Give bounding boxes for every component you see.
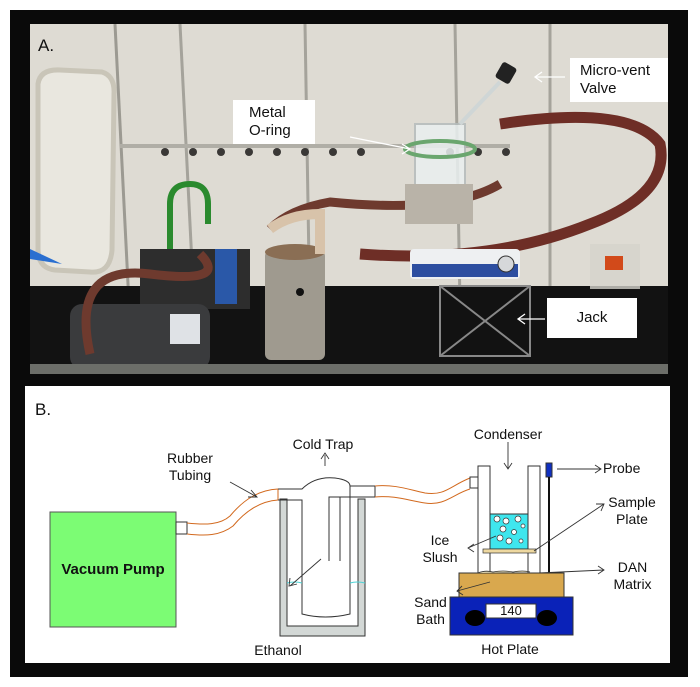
label-line: Valve: [580, 80, 617, 97]
probe-tip: [545, 462, 553, 478]
label-line: Ice: [430, 532, 450, 548]
label-line: Slush: [422, 549, 458, 565]
label-line: Sample: [608, 494, 656, 510]
metal-oring-photo: [403, 139, 477, 159]
panel-b-letter: B.: [35, 400, 52, 419]
condenser-wall-right: [527, 465, 541, 575]
hot-plate-label: Hot Plate: [481, 641, 539, 657]
panel-a-photo: A. Metal O-ring Micro-vent Valve Jack: [30, 24, 668, 374]
hot-plate-display: [485, 603, 537, 619]
label-line: Matrix: [613, 576, 652, 592]
panel-b-diagram: B. Vacuum Pump Rubber Tubing Cold Trap E…: [25, 386, 670, 663]
label-line: Metal: [249, 104, 286, 121]
condenser-label: Condenser: [473, 426, 543, 442]
ice-cubes: [493, 515, 526, 545]
ethanol-label: Ethanol: [254, 642, 302, 658]
hot-plate-knob: [497, 255, 515, 273]
rubber-tubing-1: [186, 488, 279, 536]
hood-sash-edge: [30, 364, 668, 374]
hot-plate-knob-right: [537, 610, 557, 626]
probe-label: Probe: [603, 460, 641, 476]
label-line: Sand: [414, 594, 447, 610]
sample-plate: [482, 548, 537, 554]
cold-trap-can: [265, 250, 325, 360]
cold-trap: [278, 477, 376, 637]
pointer-arrows: [229, 442, 605, 596]
condenser-inlet: [469, 476, 479, 489]
lab-jack: [439, 285, 531, 357]
panel-a-letter: A.: [38, 36, 55, 55]
sand-tray: [405, 184, 473, 224]
label-micro-vent-valve: Micro-vent Valve: [570, 58, 668, 102]
ethanol-level: [349, 581, 366, 584]
label-line: Plate: [616, 511, 648, 527]
cold-trap-label: Cold Trap: [292, 436, 354, 452]
blue-nozzle: [30, 249, 62, 264]
micro-vent-valve-photo: [495, 62, 517, 84]
photo-scene: [30, 24, 668, 374]
horizontal-rod: [120, 144, 510, 148]
label-line: Bath: [416, 611, 445, 627]
trap-inlet: [278, 477, 376, 561]
sand-bath-label: Sand Bath: [408, 594, 453, 628]
hot-plate-display-value: 140: [500, 603, 522, 618]
label-line: Micro-vent: [580, 62, 651, 79]
pump-outlet: [175, 521, 188, 535]
label-line: Rubber: [167, 450, 213, 466]
rubber-tubing-photo: [81, 250, 213, 355]
condenser: [477, 465, 541, 575]
trap-inner-tube: [278, 486, 351, 618]
cold-trap-top: [265, 244, 325, 260]
hot-plate-knob-left: [465, 610, 485, 626]
dan-matrix-label: DAN Matrix: [605, 559, 660, 593]
can-port: [296, 288, 304, 296]
annotation-arrows: [349, 71, 565, 325]
tubing-connector: [267, 208, 325, 254]
trap-dewar: [279, 498, 366, 637]
rubber-tubing-label: Rubber Tubing: [155, 450, 225, 484]
pump-sticker: [170, 314, 200, 344]
green-tube: [167, 180, 211, 254]
label-jack: Jack: [547, 298, 637, 338]
ice-slush-label: Ice Slush: [415, 532, 465, 566]
jar-label: [605, 256, 623, 270]
hot-plate-panel: [412, 264, 518, 277]
condenser-wall-left: [477, 465, 491, 575]
vacuum-pump-label: Vacuum Pump: [61, 561, 165, 578]
label-line: O-ring: [249, 122, 291, 139]
label-line: DAN: [617, 559, 648, 575]
label-line: Tubing: [168, 467, 212, 483]
schematic: [49, 442, 605, 637]
label-metal-oring: Metal O-ring: [233, 100, 315, 144]
rubber-tubing-2: [374, 477, 471, 504]
dan-matrix: [477, 570, 531, 574]
pump-blue-panel: [215, 249, 237, 304]
vacuum-pump-box: [49, 511, 177, 628]
sand-bath: [458, 572, 565, 598]
sample-plate-label: Sample Plate: [602, 494, 662, 528]
side-arm: [458, 80, 502, 126]
hood-window: [35, 67, 117, 275]
